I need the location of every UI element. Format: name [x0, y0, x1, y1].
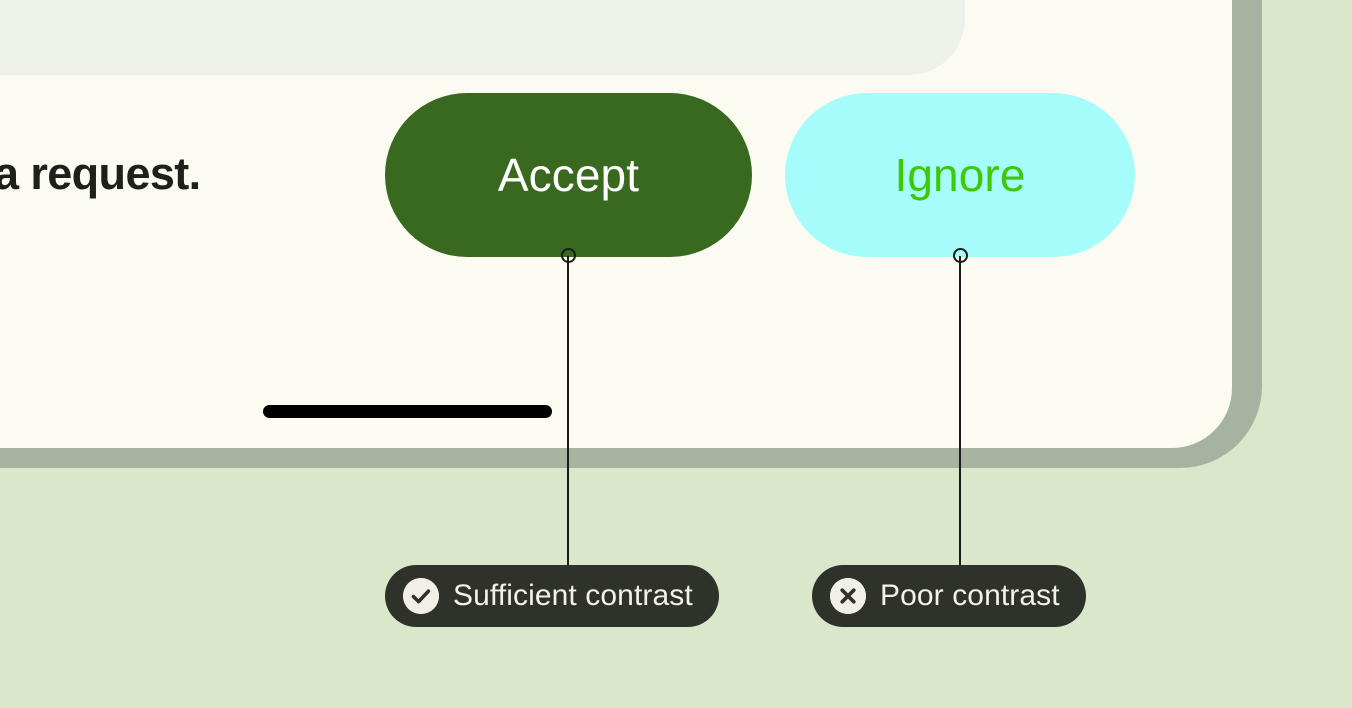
- dialog-message: a request.: [0, 148, 201, 199]
- leader-line-ignore: [959, 256, 961, 568]
- dialog-panel-main: [0, 0, 965, 75]
- leader-anchor-accept: [561, 248, 576, 263]
- leader-anchor-ignore: [953, 248, 968, 263]
- annotation-badge-sufficient-contrast: Sufficient contrast: [385, 565, 719, 627]
- check-circle-icon: [403, 578, 439, 614]
- ignore-button[interactable]: Ignore: [785, 93, 1135, 257]
- annotation-label: Poor contrast: [880, 579, 1060, 612]
- accept-button[interactable]: Accept: [385, 93, 752, 257]
- home-indicator-bar: [263, 405, 552, 418]
- leader-line-accept: [567, 256, 569, 568]
- annotation-badge-poor-contrast: Poor contrast: [812, 565, 1086, 627]
- annotation-label: Sufficient contrast: [453, 579, 693, 612]
- x-circle-icon: [830, 578, 866, 614]
